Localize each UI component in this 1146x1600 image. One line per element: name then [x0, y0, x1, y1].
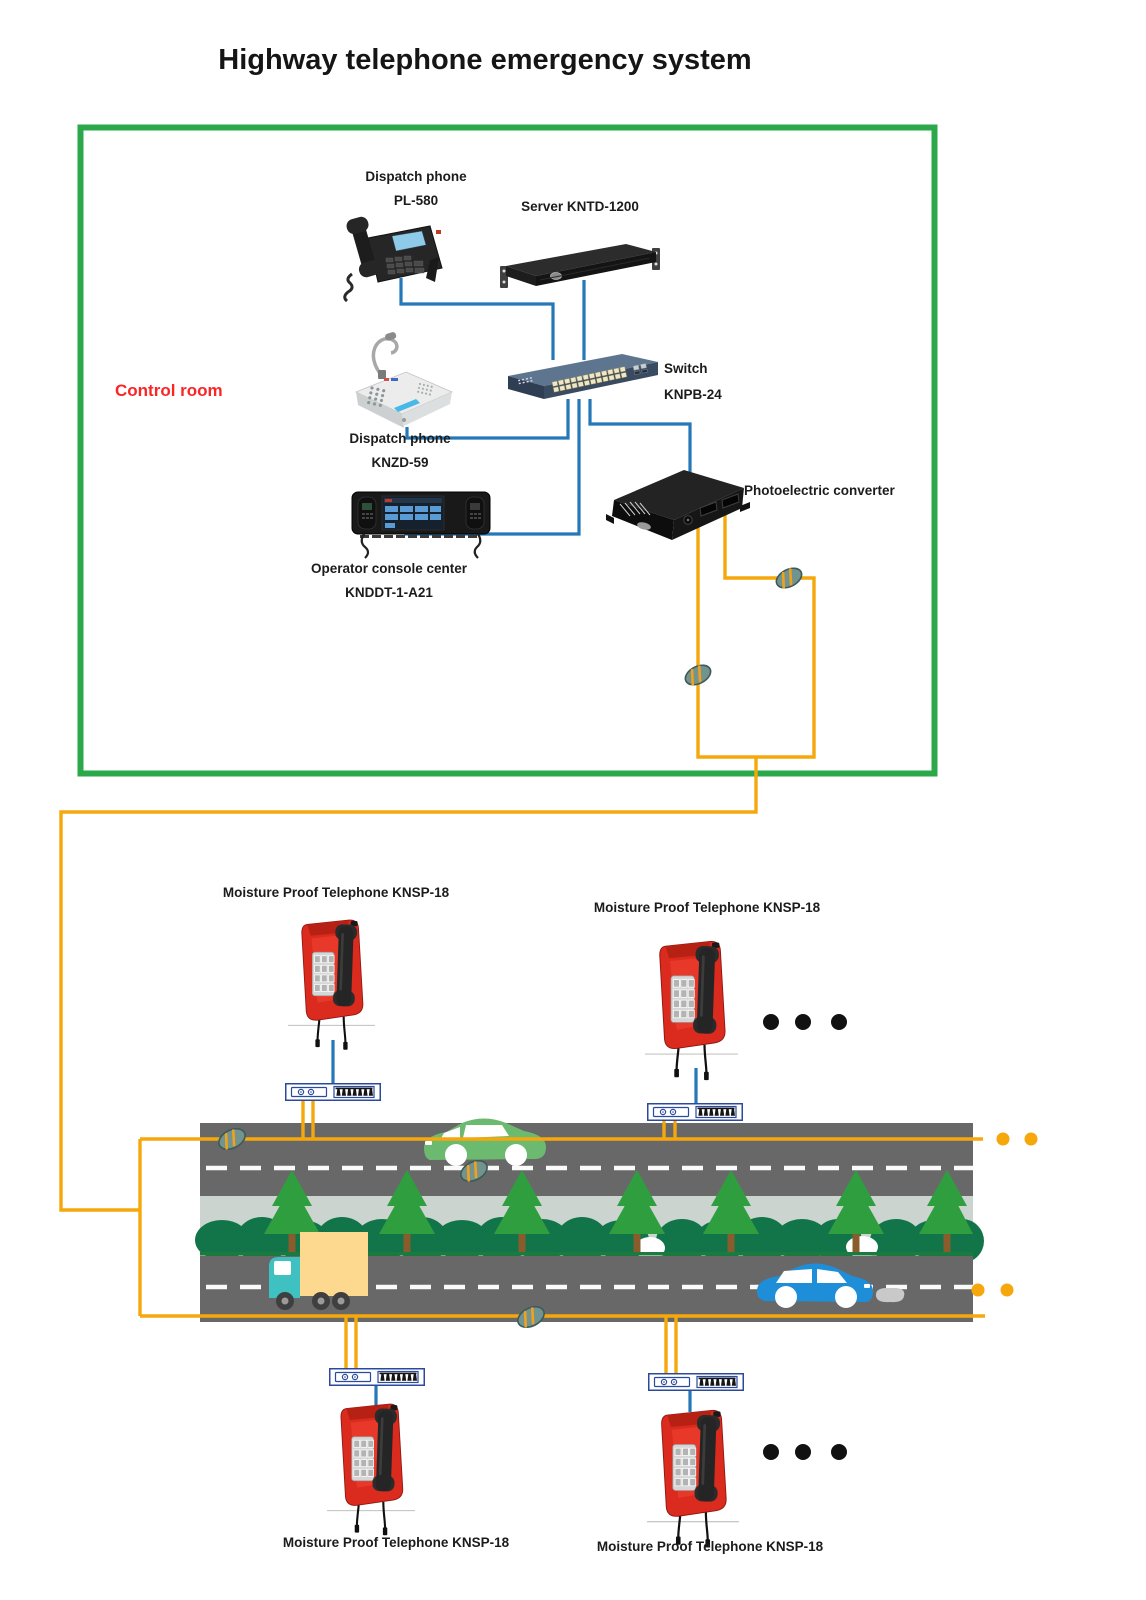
pl580-label-line1: Dispatch phone — [365, 169, 467, 184]
pl580-label-line2: PL-580 — [393, 193, 439, 208]
truck — [269, 1232, 368, 1310]
wire-pl580-switch — [399, 278, 555, 360]
knsp18-label-top-left: Moisture Proof Telephone KNSP-18 — [222, 885, 450, 900]
knzd59-phone-image — [355, 332, 453, 428]
junction-box-1 — [285, 1083, 381, 1101]
converter-label: Photoelectric converter — [744, 483, 895, 498]
server-kntd1200-image — [500, 244, 660, 288]
continuation-dots-black — [763, 1014, 847, 1460]
knddt-console-image — [351, 491, 491, 559]
knsp18-label-bottom-left: Moisture Proof Telephone KNSP-18 — [282, 1535, 510, 1550]
photoelectric-converter-image — [606, 470, 750, 540]
wire-switch-converter — [588, 399, 692, 482]
junction-box-2 — [647, 1103, 743, 1121]
junction-box-4 — [648, 1373, 744, 1391]
console-label-line2: KNDDT-1-A21 — [345, 585, 433, 600]
trees — [264, 1170, 973, 1252]
switch-label-line2: KNPB-24 — [664, 387, 722, 402]
fiber-loop — [696, 505, 816, 759]
switch-knpb24-image — [508, 354, 658, 399]
knsp18-phone-bottom-left — [327, 1403, 415, 1536]
blue-car — [757, 1263, 905, 1308]
continuation-dots-orange — [971, 1132, 1038, 1297]
knsp18-phone-top-right — [645, 940, 739, 1081]
fiber-trunk — [59, 757, 758, 1212]
fiber-coil-icons — [218, 567, 803, 1329]
knzd59-label-line1: Dispatch phone — [349, 431, 451, 446]
page-title: Highway telephone emergency system — [218, 44, 752, 76]
highway-road — [195, 1118, 984, 1322]
wiring-layer — [59, 278, 985, 1412]
knsp18-label-bottom-right: Moisture Proof Telephone KNSP-18 — [596, 1539, 824, 1554]
knsp18-label-top-right: Moisture Proof Telephone KNSP-18 — [593, 900, 821, 915]
wire-knzd59-switch — [405, 399, 570, 440]
exhaust-puff — [875, 1288, 905, 1303]
control-room-label: Control room — [115, 381, 223, 400]
knzd59-label-line2: KNZD-59 — [371, 455, 429, 470]
knsp18-phone-bottom-right — [647, 1409, 740, 1548]
pl580-phone-image — [343, 216, 443, 303]
junction-box-3 — [329, 1368, 425, 1386]
server-label: Server KNTD-1200 — [521, 199, 639, 214]
console-label-line1: Operator console center — [310, 561, 468, 576]
switch-label-line1: Switch — [664, 361, 708, 376]
control-room-box — [77, 124, 938, 777]
knsp18-phone-top-left — [288, 919, 376, 1050]
